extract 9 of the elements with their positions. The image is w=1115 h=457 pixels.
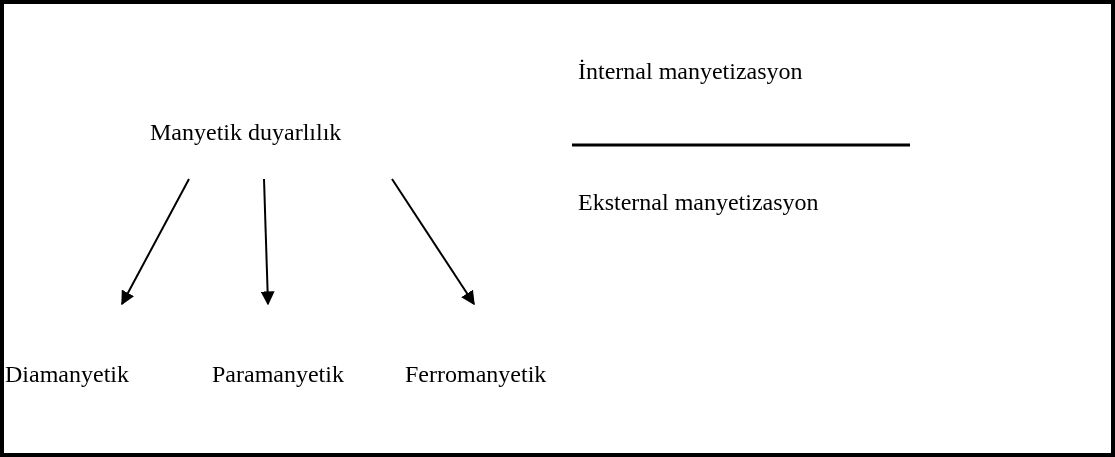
denominator-text: Eksternal manyetizasyon [578, 188, 819, 216]
node-label: Paramanyetik [212, 361, 344, 387]
node-label: Diamanyetik [5, 361, 129, 387]
node-label: Manyetik duyarlılık [150, 119, 342, 145]
arrow [391, 178, 475, 306]
arrow [121, 178, 190, 306]
numerator-text: İnternal manyetizasyon [578, 57, 803, 85]
node-label: Ferromanyetik [405, 361, 547, 387]
arrow [260, 178, 275, 306]
